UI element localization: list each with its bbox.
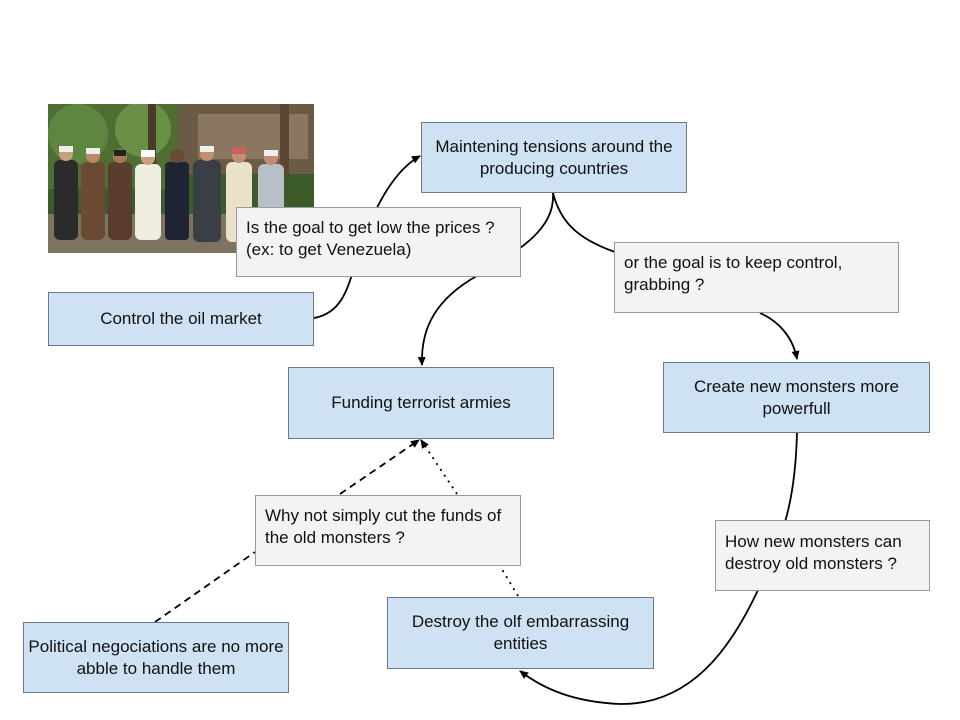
node-question-low-prices: Is the goal to get low the prices ? (ex:… [236, 207, 521, 277]
node-funding-terrorist-armies: Funding terrorist armies [288, 367, 554, 439]
node-label: Create new monsters more powerfull [693, 376, 900, 418]
node-label: Maintening tensions around the producing… [435, 136, 673, 178]
node-label: How new monsters can destroy old monster… [725, 532, 902, 573]
node-label: or the goal is to keep control, grabbing… [624, 253, 843, 294]
node-question-new-destroy-old: How new monsters can destroy old monster… [715, 520, 930, 591]
node-label: Funding terrorist armies [331, 393, 511, 412]
node-political-negotiations: Political negociations are no more abble… [23, 622, 289, 693]
edge-tensions-to-keep-control [552, 192, 616, 253]
edge-keep-control-to-monsters [759, 312, 800, 360]
node-label: Destroy the olf embarrassing entities [411, 612, 630, 653]
edge-negotiations-to-funding-dashed [154, 440, 419, 623]
node-create-new-monsters: Create new monsters more powerfull [663, 362, 930, 433]
edge-monsters-to-destroy [520, 431, 798, 705]
node-question-cut-funds: Why not simply cut the funds of the old … [255, 495, 521, 566]
node-label: Why not simply cut the funds of the old … [265, 506, 502, 547]
node-control-oil-market: Control the oil market [48, 292, 314, 346]
node-label: Control the oil market [100, 309, 262, 328]
node-question-keep-control: or the goal is to keep control, grabbing… [614, 242, 899, 313]
node-label: Political negociations are no more abble… [28, 636, 284, 678]
node-maintaining-tensions: Maintening tensions around the producing… [421, 122, 687, 193]
node-label: Is the goal to get low the prices ? (ex:… [246, 218, 495, 259]
node-destroy-embarrassing-entities: Destroy the olf embarrassing entities [387, 597, 654, 669]
edge-tensions-to-funding [417, 192, 554, 366]
edge-destroy-to-funding-dotted [421, 440, 519, 597]
